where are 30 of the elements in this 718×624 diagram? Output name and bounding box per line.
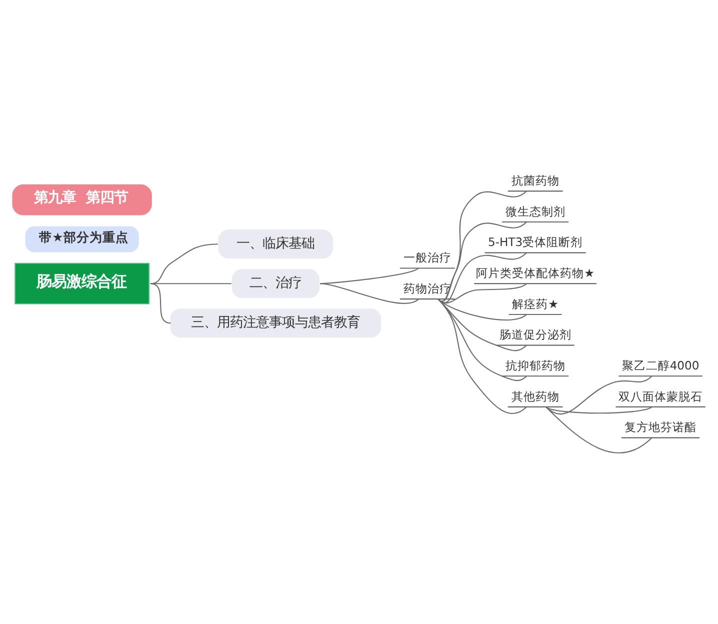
node-text: 聚乙二醇4000 xyxy=(622,358,700,372)
node-text: 其他药物 xyxy=(511,388,560,403)
node-text: 微生态制剂 xyxy=(505,204,566,218)
node-text: 抗抑郁药物 xyxy=(505,358,566,372)
node-box: 肠易激综合征 xyxy=(14,262,150,304)
node-box: 二、治疗 xyxy=(232,268,320,298)
node-box: 三、用药注意事项与患者教育 xyxy=(170,308,382,338)
connector xyxy=(546,406,652,414)
connector xyxy=(320,282,419,304)
connector xyxy=(438,298,527,381)
connector xyxy=(150,282,232,284)
node-text: 抗菌药物 xyxy=(511,172,560,187)
node-box: 一、临床基础 xyxy=(218,229,333,258)
node-box: 带★部分为重点 xyxy=(25,226,139,252)
connector xyxy=(438,298,527,320)
node-text: 复方地芬诺酯 xyxy=(624,420,697,434)
node-text: 双八面体蒙脱石 xyxy=(618,388,703,403)
node-text: 5-HT3受体阻断剂 xyxy=(488,234,583,249)
connector xyxy=(150,243,218,284)
node-text: 药物治疗 xyxy=(403,280,452,295)
connector xyxy=(150,282,171,324)
connector xyxy=(438,298,527,351)
node-text: 一般治疗 xyxy=(403,250,452,264)
node-text: 解痉药★ xyxy=(512,296,558,310)
node-text: 肠道促分泌剂 xyxy=(499,327,572,342)
node-text: 阿片类受体配体药物★ xyxy=(476,265,594,280)
connector xyxy=(438,298,527,414)
connector xyxy=(546,375,652,414)
node-box: 第九章 第四节 xyxy=(12,184,152,215)
connector xyxy=(546,406,652,453)
